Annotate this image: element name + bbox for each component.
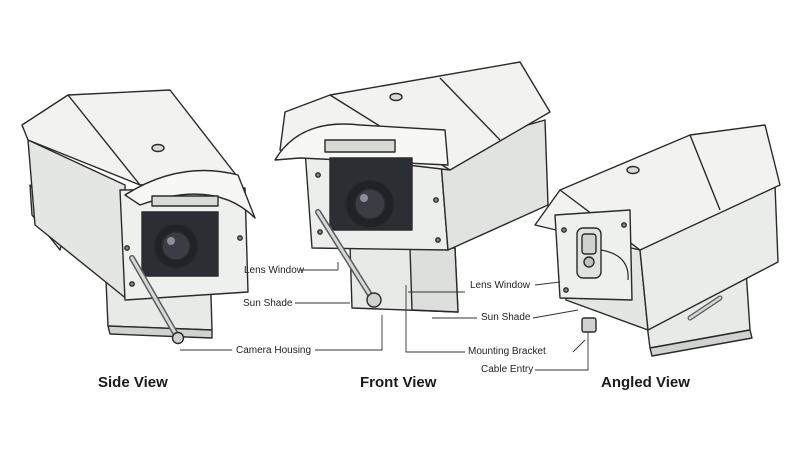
side-view-camera — [21, 89, 256, 345]
callout-sun-shade-left: Sun Shade — [243, 298, 293, 309]
callout-mounting-bracket: Mounting Bracket — [468, 346, 546, 357]
leader-cable-entry — [535, 332, 589, 371]
view-title-angled: Angled View — [601, 374, 690, 391]
front-view-camera — [274, 61, 551, 313]
angled-view-camera — [534, 124, 781, 357]
leader-sun-shade-right-b — [532, 309, 579, 319]
leader-mounting-bracket-b — [572, 339, 586, 353]
callout-lens-window-left: Lens Window — [244, 265, 305, 276]
callout-sun-shade-right: Sun Shade — [481, 312, 531, 323]
leader-lens-window-right — [534, 281, 561, 286]
callout-cable-entry: Cable Entry — [481, 364, 534, 375]
view-title-front: Front View — [360, 374, 437, 391]
leader-mounting-bracket-a — [405, 285, 465, 353]
callout-camera-housing: Camera Housing — [236, 345, 312, 356]
leader-lines — [180, 262, 589, 371]
callout-lens-window-right: Lens Window — [470, 280, 531, 291]
view-title-side: Side View — [98, 374, 168, 391]
leader-camera-housing-b — [315, 315, 383, 351]
